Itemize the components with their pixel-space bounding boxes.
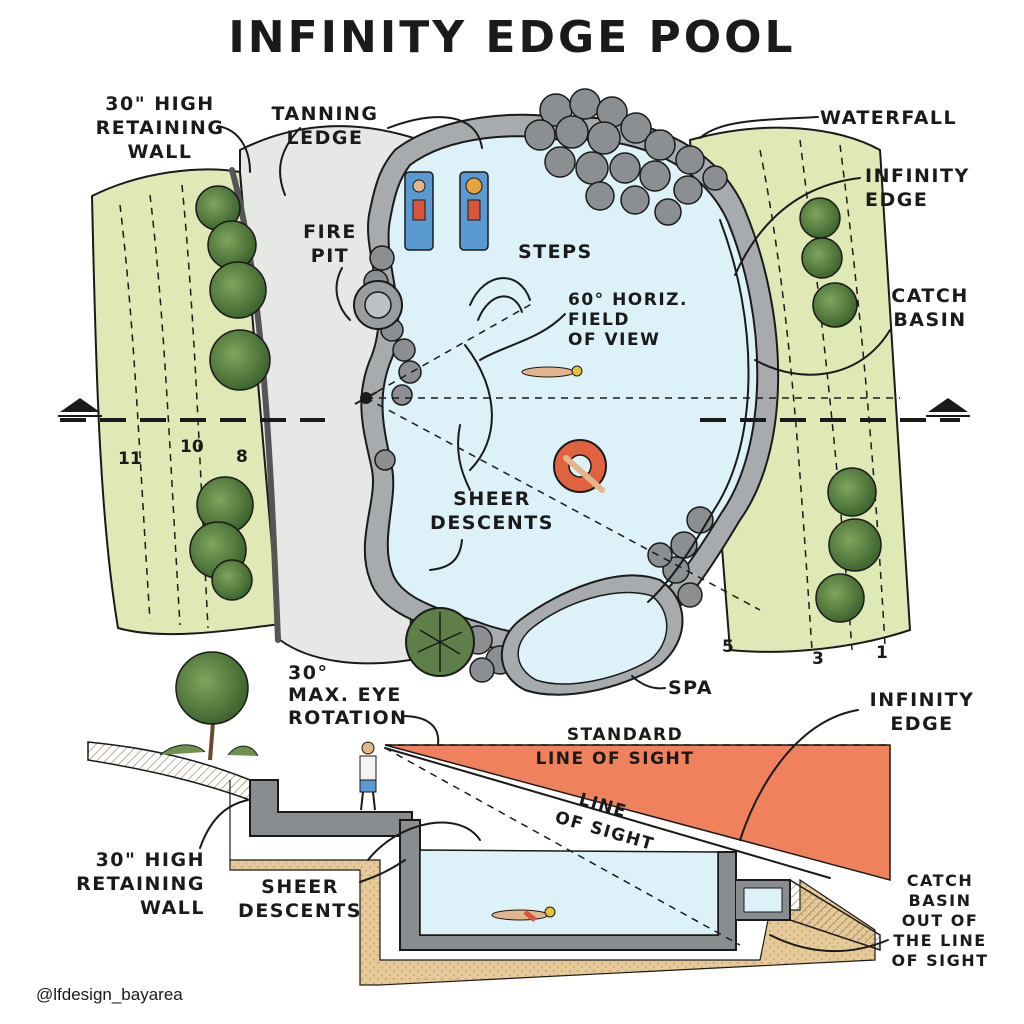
- label-section-sheer-descents-1: SHEER: [261, 876, 339, 898]
- label-eye-rotation-2: MAX. EYE: [288, 684, 402, 706]
- label-standard-line-1: STANDARD: [567, 725, 683, 745]
- contour-left-2: 10: [180, 437, 204, 457]
- steps-arcs: [469, 277, 531, 321]
- waterfall-stones: [524, 88, 728, 226]
- section-tree: [159, 651, 259, 761]
- section-cut-line: [58, 398, 970, 422]
- label-eye-rotation-3: ROTATION: [288, 707, 408, 729]
- credit-handle: @lfdesign_bayarea: [36, 985, 183, 1004]
- lounger-2: [459, 171, 489, 251]
- section-soil: [229, 780, 876, 986]
- lounger-1: [404, 171, 434, 251]
- label-infinity-edge-1: INFINITY: [865, 165, 970, 187]
- swimmer: [521, 365, 583, 378]
- swimmer-section: [491, 906, 556, 922]
- label-fire-pit-2: PIT: [311, 245, 349, 267]
- label-sheer-descents-1: SHEER: [453, 488, 531, 510]
- label-catch-basin-1: CATCH: [891, 285, 968, 307]
- label-section-retaining-wall-2: RETAINING: [76, 873, 205, 895]
- label-fov-1: 60° HORIZ.: [568, 290, 688, 310]
- label-section-infinity-edge-1: INFINITY: [870, 689, 975, 711]
- label-standard-line-2: LINE OF SIGHT: [536, 749, 695, 769]
- contour-left-3: 8: [236, 447, 248, 467]
- label-tanning-ledge-1: TANNING: [271, 103, 378, 125]
- section-labels: 30° MAX. EYE ROTATION STANDARD LINE OF S…: [76, 662, 988, 970]
- label-catch-basin-out-5: OF SIGHT: [891, 951, 988, 970]
- contour-right-3: 1: [876, 643, 888, 663]
- spa: [500, 574, 684, 696]
- label-catch-basin-out-3: OUT OF: [902, 911, 979, 930]
- label-fire-pit-1: FIRE: [303, 221, 357, 243]
- section-water: [419, 849, 719, 936]
- trees-right: [799, 197, 882, 623]
- label-catch-basin-2: BASIN: [893, 309, 966, 331]
- label-fov-3: OF VIEW: [568, 330, 660, 350]
- observer-section: [359, 741, 377, 811]
- label-retaining-wall-2: RETAINING: [96, 117, 225, 139]
- label-sheer-descents-2: DESCENTS: [430, 512, 554, 534]
- section-retaining-wall: [249, 779, 413, 837]
- page-title: INFINITY EDGE POOL: [228, 12, 795, 63]
- section-view: [87, 651, 891, 986]
- label-fov-2: FIELD: [568, 310, 630, 330]
- plan-labels: 30" HIGH RETAINING WALL TANNING LEDGE WA…: [96, 93, 970, 699]
- contour-left-1: 11: [118, 449, 142, 469]
- label-spa: SPA: [668, 677, 713, 699]
- label-infinity-edge-2: EDGE: [865, 189, 928, 211]
- label-section-sheer-descents-2: DESCENTS: [238, 900, 362, 922]
- label-steps: STEPS: [518, 241, 593, 263]
- fire-pit: [353, 280, 403, 330]
- infinity-edge-line: [647, 219, 750, 603]
- label-catch-basin-out-2: BASIN: [909, 891, 972, 910]
- label-catch-basin-out-1: CATCH: [907, 871, 973, 890]
- label-section-infinity-edge-2: EDGE: [890, 713, 953, 735]
- plan-view: [58, 88, 970, 696]
- label-eye-rotation-1: 30°: [288, 662, 328, 684]
- label-tanning-ledge-2: LEDGE: [287, 127, 364, 149]
- floatie: [553, 439, 607, 493]
- label-retaining-wall-3: WALL: [127, 141, 192, 163]
- label-section-retaining-wall-3: WALL: [140, 897, 205, 919]
- label-catch-basin-out-4: THE LINE: [893, 931, 986, 950]
- right-slope: [789, 878, 881, 952]
- trees-left: [189, 185, 271, 601]
- contour-right-2: 3: [812, 649, 824, 669]
- label-retaining-wall-1: 30" HIGH: [105, 93, 214, 115]
- label-waterfall: WATERFALL: [820, 107, 957, 129]
- planter: [405, 607, 475, 677]
- contour-right-1: 5: [722, 637, 734, 657]
- label-section-retaining-wall-1: 30" HIGH: [96, 849, 205, 871]
